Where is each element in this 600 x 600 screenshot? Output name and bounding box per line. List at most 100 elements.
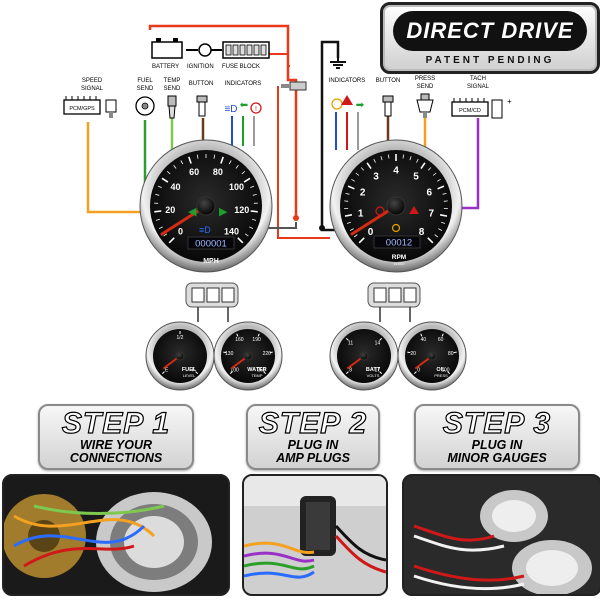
speedometer-tick-mark	[155, 194, 160, 196]
junction-dot	[293, 215, 299, 221]
speedometer-tick-label: 60	[189, 167, 199, 177]
svg-text:≡D: ≡D	[224, 104, 237, 115]
warning-indicator-icon	[409, 206, 419, 214]
speedometer-tick-mark	[235, 165, 239, 169]
minor-gauge-tick-label: 220	[263, 351, 272, 357]
minor-gauge-tick-label: 8	[349, 367, 352, 373]
step-3-line1: PLUG IN	[471, 438, 523, 452]
tachometer-tick-mark	[436, 178, 441, 182]
minor-gauge-tick-label: 190	[252, 337, 261, 343]
minor-gauge-tick-mark	[345, 371, 349, 375]
minor-gauge-label-line1: OIL	[436, 367, 446, 373]
minor-gauge-tick-label: 130	[225, 351, 234, 357]
minor-gauge-tick-mark	[345, 337, 349, 341]
minor-gauge-label-line2: TEMP	[251, 373, 262, 378]
minor-gauge-tick-label: 1/2	[177, 335, 184, 341]
tachometer-tick-label: 7	[429, 209, 435, 220]
tachometer-tick-label: 8	[419, 227, 425, 238]
tachometer-hub	[386, 196, 406, 216]
step-2-title: STEP 2	[258, 407, 368, 440]
minor-gauge-hub	[243, 351, 253, 361]
step-2-line1: PLUG IN	[287, 438, 339, 452]
temp-sender-icon	[167, 95, 177, 119]
speedometer-tick-label: 0	[178, 227, 183, 237]
speedometer-tick-mark	[188, 156, 192, 164]
speedometer-hub	[196, 196, 216, 216]
speedometer-tick-mark	[166, 171, 171, 175]
step-1-line2: CONNECTIONS	[69, 451, 163, 465]
tach-signal-wire	[458, 118, 480, 210]
pcm-gps-module-icon: PCM/GPS	[63, 96, 101, 115]
speedometer-tick-label: 80	[213, 167, 223, 177]
tachometer-tick-mark	[441, 221, 446, 224]
indicators-label-left: INDICATORS	[225, 81, 261, 87]
tachometer-tick-mark	[427, 167, 432, 171]
minor-gauge-tick-mark	[257, 333, 260, 337]
ground-icon	[330, 58, 346, 69]
minor-gauge-hub	[427, 351, 437, 361]
speedometer-tick-marks	[154, 154, 258, 244]
tachometer-tick-label: 2	[360, 188, 366, 199]
tachometer-tick-mark	[388, 154, 390, 159]
power-wire-2	[268, 53, 290, 67]
minor-gauge-tick-mark	[269, 351, 273, 354]
minor-gauge-tick-mark	[263, 371, 267, 375]
tachometer-tick-mark	[438, 228, 443, 231]
ignition-icon	[186, 43, 222, 57]
minor-gauge-label-line1: WATER	[247, 367, 266, 373]
step-2-banner: STEP 2 PLUG IN AMP PLUGS	[246, 404, 380, 470]
minor-gauge-tick-mark	[407, 351, 411, 354]
minor-gauge-tick-mark	[420, 333, 423, 337]
tachometer-unit: RPM	[392, 254, 406, 261]
minor-gauge-tick-label: 100	[230, 367, 239, 373]
tachometer-tick-label: 4	[393, 166, 399, 177]
speedometer-unit: MPH	[203, 258, 219, 265]
tachometer-tick-mark	[344, 214, 353, 217]
minor-gauge-tick-label: 40	[421, 337, 427, 343]
minor-gauge-tick-label: 60	[438, 337, 444, 343]
indicators-label-right: INDICATORS	[329, 78, 365, 84]
tachometer-tick-mark	[420, 162, 426, 170]
logo-tagline: PATENT PENDING	[425, 55, 555, 66]
turn-right-indicator-icon: ▶	[219, 206, 228, 218]
turn-left-indicator-icon: ◀	[188, 206, 197, 218]
tachometer-tick-mark	[366, 162, 372, 170]
minor-gauge-label-line2: VOLTS	[367, 373, 380, 378]
speedometer-tick-mark	[196, 154, 199, 159]
step-3-banner: STEP 3 PLUG IN MINOR GAUGES	[414, 404, 580, 470]
speedometer-tick-label: 40	[170, 182, 180, 192]
tachometer-tick-label: 5	[413, 172, 419, 183]
speedometer-tick-mark	[252, 194, 257, 196]
direct-drive-logo: DIRECT DRIVE PATENT PENDING	[380, 2, 600, 74]
minor-gauge-tick-label: 80	[448, 351, 454, 357]
speedometer-tick-mark	[173, 165, 177, 169]
speedometer-tick-mark	[180, 160, 184, 165]
minor-gauge-tick-mark	[441, 333, 444, 337]
step-1-banner: STEP 1 WIRE YOUR CONNECTIONS	[38, 404, 194, 470]
logo-line2: DRIVE	[501, 18, 574, 43]
speedometer-tick-mark	[249, 226, 254, 229]
minor-gauge-label-line2: LEVEL	[183, 373, 196, 378]
connector-plug-icon	[281, 81, 307, 91]
minor-gauge-tick-label: 260	[257, 367, 266, 373]
ground-wire	[320, 40, 340, 232]
tachometer-tick-mark	[442, 193, 447, 195]
tachometer-tick-mark	[409, 156, 412, 161]
speedometer-tick-label: 140	[224, 227, 239, 237]
speedometer-tick-mark	[243, 177, 251, 183]
minor-gauge-tick-mark	[413, 371, 417, 375]
tachometer-tick-mark	[427, 237, 434, 244]
tachometer-tick-mark	[358, 237, 365, 244]
tachometer-tick-marks	[344, 154, 448, 244]
tachometer-tick-mark	[439, 214, 448, 217]
speedometer-tick-mark	[244, 233, 249, 237]
speedometer-tick-mark	[163, 233, 168, 237]
